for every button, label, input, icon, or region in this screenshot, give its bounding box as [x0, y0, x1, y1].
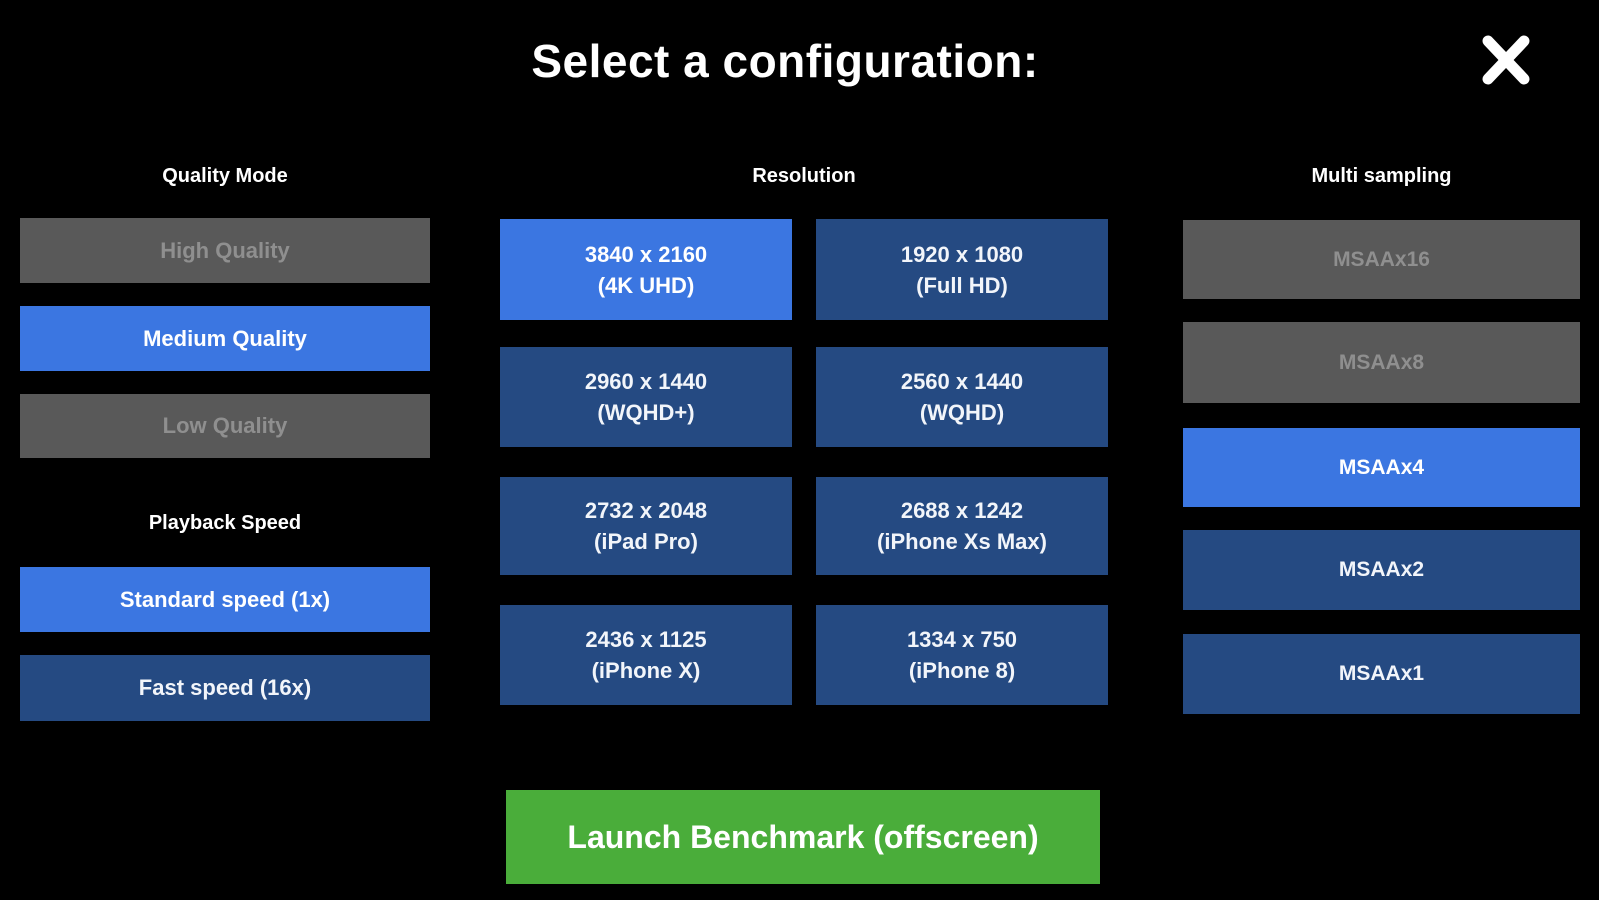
quality-option-high[interactable]: High Quality: [20, 218, 430, 283]
resolution-line1: 2436 x 1125: [585, 627, 707, 652]
msaa-option-x1-label: MSAAx1: [1338, 662, 1425, 685]
playback-option-fast-label: Fast speed (16x): [138, 675, 312, 700]
resolution-option-1334x750[interactable]: 1334 x 750 (iPhone 8): [816, 605, 1108, 705]
quality-option-medium-label: Medium Quality: [143, 325, 307, 351]
resolution-line1: 2732 x 2048: [584, 498, 708, 523]
resolution-line2: (Full HD): [916, 272, 1008, 298]
resolution-line2: (4K UHD): [597, 272, 695, 298]
launch-benchmark-label: Launch Benchmark (offscreen): [567, 818, 1039, 855]
close-icon: [1482, 35, 1530, 85]
msaa-option-x2-label: MSAAx2: [1338, 558, 1425, 581]
quality-option-high-label: High Quality: [160, 237, 290, 263]
msaa-option-x4-label: MSAAx4: [1338, 455, 1425, 479]
quality-mode-header: Quality Mode: [162, 165, 288, 187]
resolution-option-2688x1242[interactable]: 2688 x 1242 (iPhone Xs Max): [816, 477, 1108, 575]
resolution-option-2960x1440[interactable]: 2960 x 1440 (WQHD+): [500, 347, 792, 447]
resolution-option-2732x2048[interactable]: 2732 x 2048 (iPad Pro): [500, 477, 792, 575]
resolution-line2: (iPad Pro): [594, 529, 698, 554]
multi-sampling-header: Multi sampling: [1311, 165, 1452, 187]
playback-speed-header: Playback Speed: [148, 512, 302, 534]
resolution-header: Resolution: [752, 165, 856, 187]
msaa-option-x2[interactable]: MSAAx2: [1183, 530, 1580, 610]
playback-option-fast[interactable]: Fast speed (16x): [20, 655, 430, 721]
resolution-option-2436x1125[interactable]: 2436 x 1125 (iPhone X): [500, 605, 792, 705]
resolution-line1: 3840 x 2160: [584, 241, 708, 267]
resolution-option-2560x1440[interactable]: 2560 x 1440 (WQHD): [816, 347, 1108, 447]
msaa-option-x4[interactable]: MSAAx4: [1183, 428, 1580, 507]
playback-option-standard[interactable]: Standard speed (1x): [20, 567, 430, 632]
launch-benchmark-button[interactable]: Launch Benchmark (offscreen): [506, 790, 1100, 884]
resolution-line1: 2560 x 1440: [900, 369, 1024, 394]
close-button[interactable]: [1470, 26, 1542, 94]
resolution-line2: (iPhone 8): [908, 658, 1016, 683]
resolution-line1: 2960 x 1440: [584, 369, 708, 394]
resolution-line2: (iPhone X): [591, 658, 701, 683]
page-title: Select a configuration:: [531, 35, 1039, 87]
resolution-line1: 1920 x 1080: [900, 241, 1024, 267]
msaa-option-x8-label: MSAAx8: [1338, 350, 1425, 374]
resolution-line2: (WQHD): [919, 400, 1005, 425]
msaa-option-x16[interactable]: MSAAx16: [1183, 220, 1580, 299]
msaa-option-x1[interactable]: MSAAx1: [1183, 634, 1580, 714]
quality-option-medium[interactable]: Medium Quality: [20, 306, 430, 371]
resolution-option-1920x1080[interactable]: 1920 x 1080 (Full HD): [816, 219, 1108, 320]
resolution-line1: 2688 x 1242: [900, 498, 1024, 523]
resolution-option-3840x2160[interactable]: 3840 x 2160 (4K UHD): [500, 219, 792, 320]
quality-option-low[interactable]: Low Quality: [20, 394, 430, 458]
resolution-line1: 1334 x 750: [906, 627, 1018, 652]
resolution-line2: (WQHD+): [597, 400, 695, 425]
resolution-line2: (iPhone Xs Max): [877, 529, 1047, 554]
playback-option-standard-label: Standard speed (1x): [119, 586, 331, 612]
msaa-option-x8[interactable]: MSAAx8: [1183, 322, 1580, 403]
quality-option-low-label: Low Quality: [162, 413, 288, 438]
msaa-option-x16-label: MSAAx16: [1333, 247, 1430, 271]
